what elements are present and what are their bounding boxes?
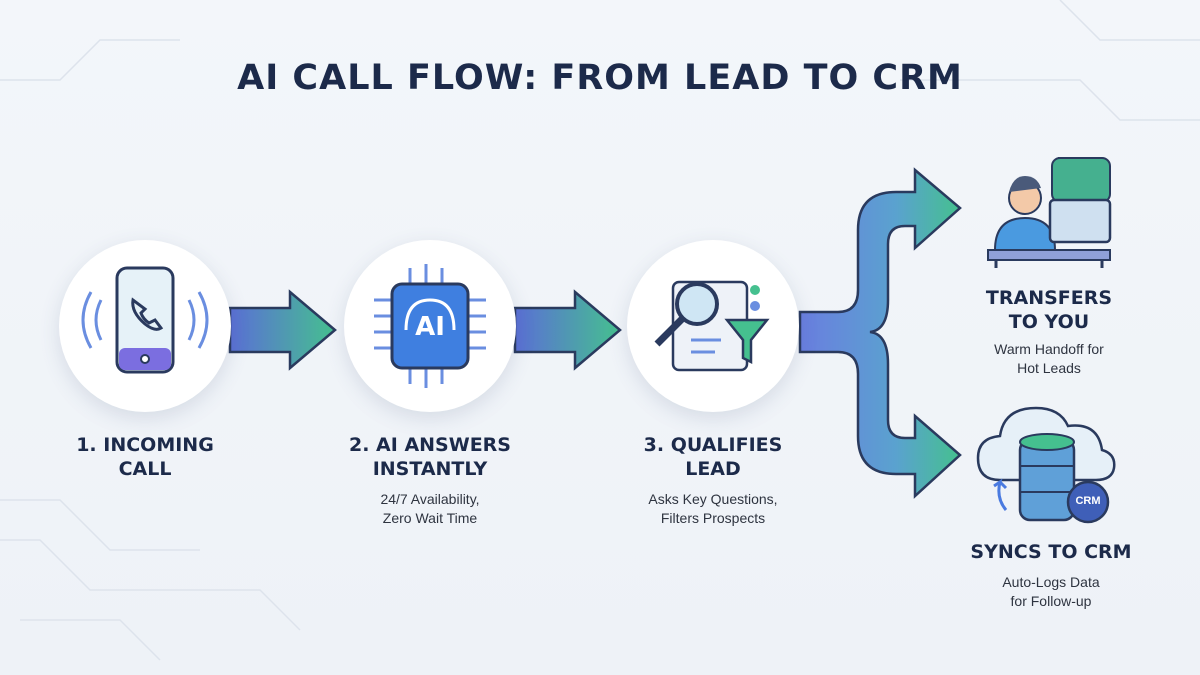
ringing-phone-icon <box>81 266 209 374</box>
branch-arrow <box>798 167 962 499</box>
svg-text:AI: AI <box>415 312 445 342</box>
crm-badge: CRM <box>1075 495 1101 507</box>
magnifier-funnel-icon <box>654 280 770 372</box>
arrow-2-to-3 <box>513 289 622 371</box>
step-2-circle: AI <box>344 240 516 412</box>
step-1-circle <box>59 240 231 412</box>
step-2-description: 24/7 Availability,Zero Wait Time <box>380 491 480 526</box>
page-title: AI CALL FLOW: FROM LEAD TO CRM <box>237 58 963 98</box>
step-3-description: Asks Key Questions,Filters Prospects <box>648 491 778 526</box>
step-3-circle <box>627 240 799 412</box>
arrow-1-to-2 <box>228 289 337 371</box>
outcome-crm-title: SYNCS TO CRM <box>970 541 1132 563</box>
ai-chip-headset-icon: AI <box>374 264 486 388</box>
